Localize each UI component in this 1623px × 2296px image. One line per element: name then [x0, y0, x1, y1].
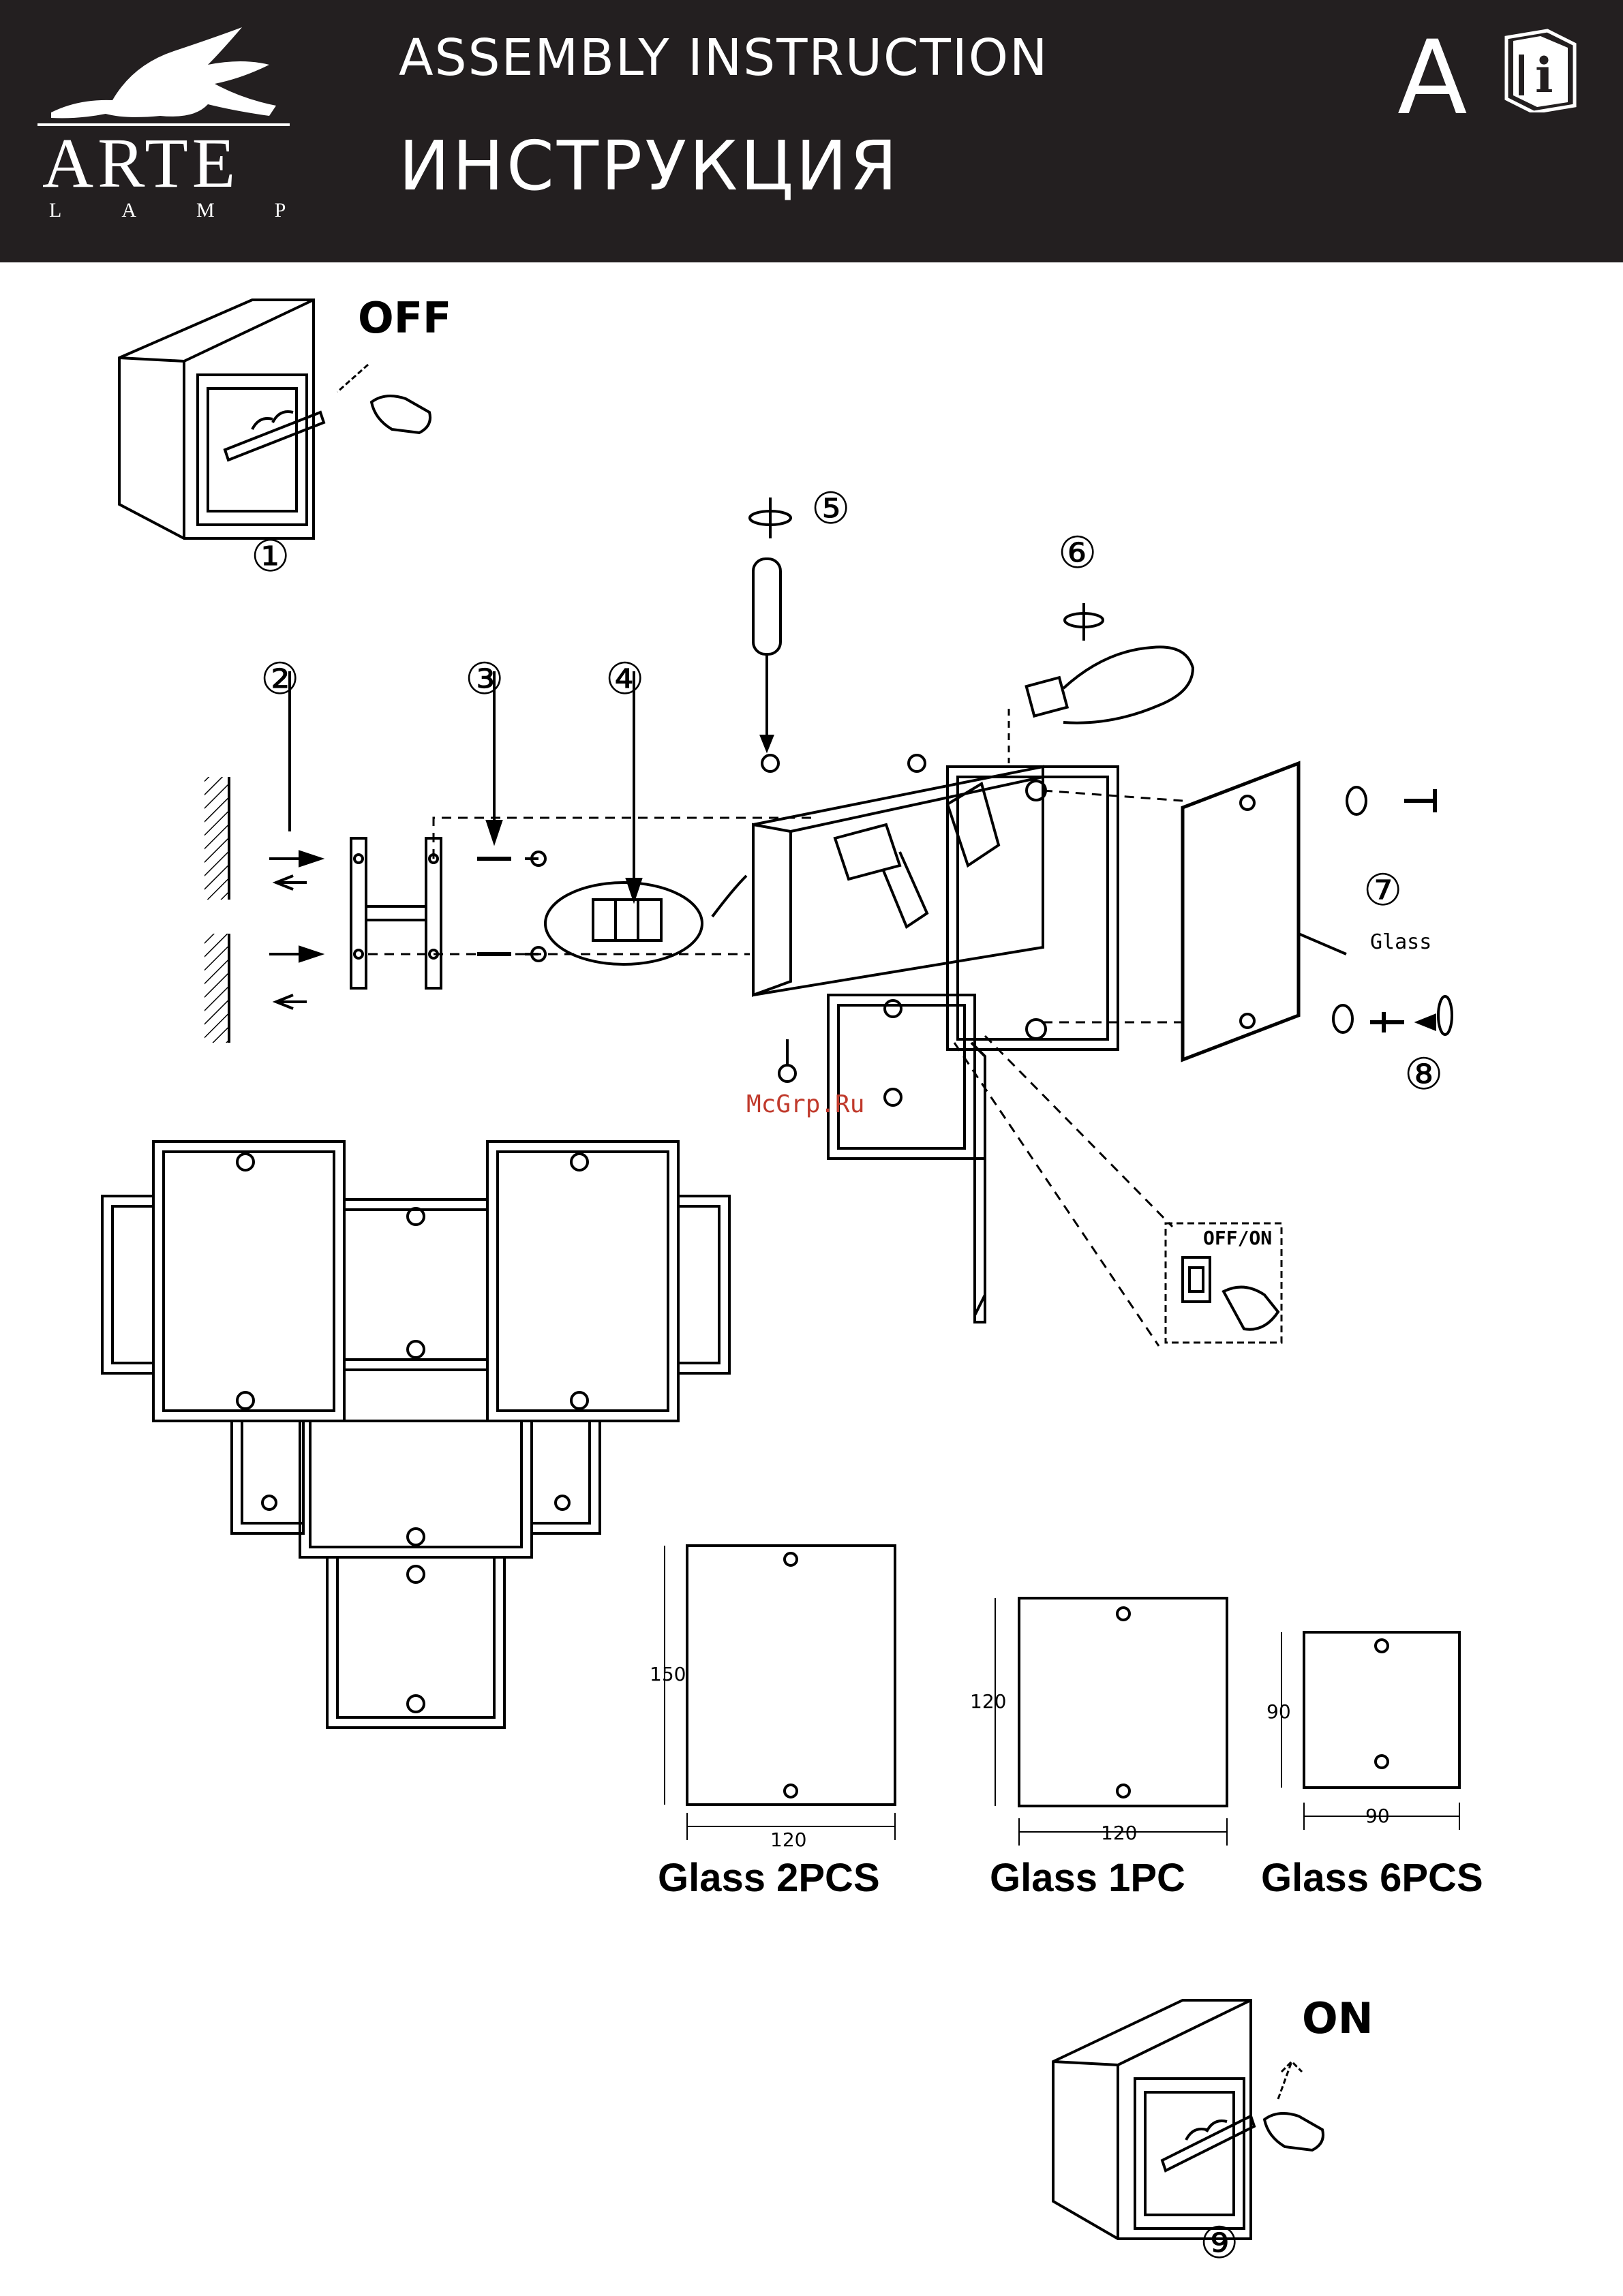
bulb-icon	[1009, 647, 1193, 763]
hand-icon	[371, 396, 430, 433]
off-label: OFF	[358, 293, 451, 343]
step-9: ⑨	[1200, 2218, 1239, 2269]
mounting-bracket	[351, 838, 441, 988]
step-5: ⑤	[811, 484, 850, 534]
wall-hatch	[204, 777, 229, 1043]
glass-panel-90x90	[1281, 1632, 1459, 1830]
step-3: ③	[465, 654, 504, 705]
switch-box-on	[1053, 2000, 1254, 2239]
step-2: ②	[260, 654, 299, 705]
rotate-icon-6	[1065, 603, 1103, 641]
panel2-height: 120	[970, 1690, 1006, 1713]
terminal-block	[545, 883, 702, 964]
lamp-body	[753, 767, 1118, 1322]
panel1-width: 120	[770, 1828, 806, 1851]
panel3-height: 90	[1266, 1700, 1291, 1723]
step-7: ⑦	[1363, 866, 1402, 916]
switch-box-off	[119, 300, 324, 538]
step-4: ④	[605, 654, 644, 705]
glass-label: Glass	[1370, 930, 1431, 954]
screwdriver-icon	[753, 559, 780, 750]
off-arrow	[337, 365, 368, 392]
glass-panel-120x120	[995, 1598, 1227, 1846]
step-1: ①	[251, 532, 290, 582]
panel1-caption: Glass 2PCS	[658, 1855, 880, 1901]
panel2-width: 120	[1101, 1822, 1137, 1844]
step-6: ⑥	[1058, 528, 1097, 579]
step-8: ⑧	[1404, 1050, 1443, 1100]
on-label: ON	[1302, 1993, 1374, 2043]
rotate-icon-5	[750, 498, 791, 538]
glass-panel	[1183, 763, 1299, 1060]
panel1-height: 150	[650, 1663, 686, 1685]
offon-label: OFF/ON	[1203, 1227, 1272, 1249]
watermark: McGrp.Ru	[746, 1090, 864, 1118]
panel3-caption: Glass 6PCS	[1261, 1855, 1483, 1901]
glass-panel-150x120	[665, 1546, 895, 1840]
panel2-caption: Glass 1PC	[990, 1855, 1185, 1901]
lamp-configuration	[102, 1142, 729, 1728]
panel3-width: 90	[1365, 1805, 1390, 1827]
